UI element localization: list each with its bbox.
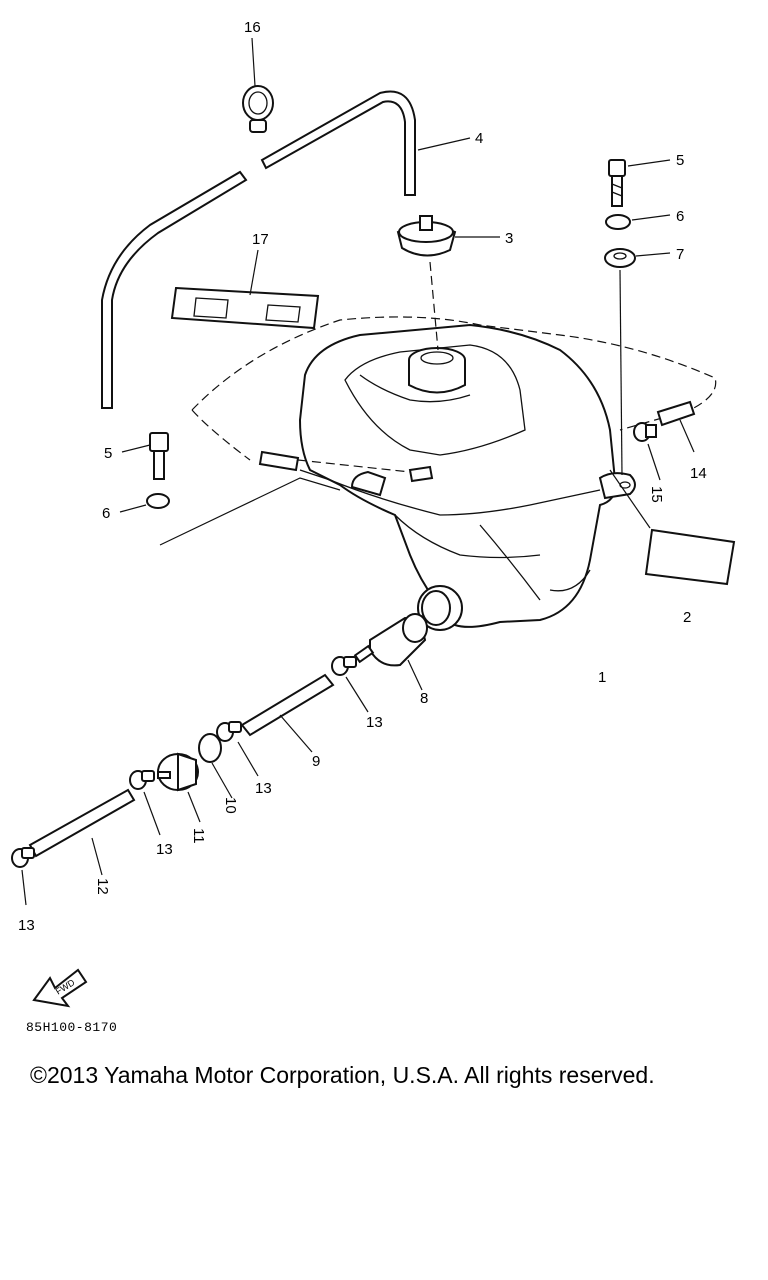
callout-6a: 6	[676, 208, 684, 225]
callout-2: 2	[683, 609, 691, 626]
washer-10[interactable]	[198, 733, 222, 763]
callout-15: 15	[648, 486, 665, 503]
hose-clamp-16[interactable]	[242, 85, 274, 133]
fuel-cock[interactable]	[157, 752, 199, 792]
bolt-left[interactable]	[149, 432, 169, 480]
callout-1: 1	[598, 669, 606, 686]
cover-outline	[191, 316, 717, 431]
callout-13b: 13	[255, 780, 272, 797]
callout-labels: 1 2 3 4 5 6 7 5 6 8 9 10 11 12 13 13 13 …	[18, 19, 707, 934]
callout-12: 12	[94, 878, 111, 895]
breather-hose[interactable]	[101, 90, 416, 409]
short-hose-center[interactable]	[408, 465, 434, 483]
clamp-13-b[interactable]	[216, 721, 242, 742]
copyright-notice: ©2013 Yamaha Motor Corporation, U.S.A. A…	[30, 1062, 655, 1088]
callout-16: 16	[244, 19, 261, 36]
callout-5b: 5	[104, 445, 112, 462]
callout-14: 14	[690, 465, 707, 482]
clamp-13-d[interactable]	[11, 847, 35, 868]
callout-17: 17	[252, 231, 269, 248]
decal[interactable]	[170, 286, 320, 330]
short-hose-left[interactable]	[258, 450, 300, 472]
callout-9: 9	[312, 753, 320, 770]
cover-outline-lower	[191, 409, 251, 461]
callout-13d: 13	[18, 917, 35, 934]
overflow-hose[interactable]	[656, 400, 696, 427]
callout-6b: 6	[102, 505, 110, 522]
forward-arrow-icon: FWD	[32, 968, 88, 1008]
callout-13a: 13	[366, 714, 383, 731]
fuel-filter[interactable]	[353, 613, 428, 667]
diagram-code: 85H100-8170	[26, 1020, 118, 1035]
callout-4: 4	[475, 130, 483, 147]
callout-10: 10	[222, 797, 239, 814]
callout-13c: 13	[156, 841, 173, 858]
grommet[interactable]	[604, 248, 636, 268]
washer-left[interactable]	[146, 493, 170, 509]
callout-8: 8	[420, 690, 428, 707]
callout-3: 3	[505, 230, 513, 247]
callout-11: 11	[190, 828, 207, 844]
fuel-tank[interactable]	[298, 323, 636, 631]
callout-7: 7	[676, 246, 684, 263]
fuel-cap[interactable]	[396, 215, 457, 257]
label-plate[interactable]	[644, 528, 736, 586]
fuel-line-9[interactable]	[240, 673, 335, 737]
fuel-line-12[interactable]	[28, 788, 136, 858]
clamp-15[interactable]	[633, 422, 657, 442]
callout-5a: 5	[676, 152, 684, 169]
parts-diagram: FWD 1 2 3 4 5 6 7 5 6 8 9 10 11 12 13 13…	[11, 19, 736, 1008]
bolt-top[interactable]	[608, 159, 626, 207]
washer-top[interactable]	[605, 214, 631, 230]
clamp-13-c[interactable]	[129, 770, 155, 790]
clamp-13-a[interactable]	[331, 656, 357, 676]
